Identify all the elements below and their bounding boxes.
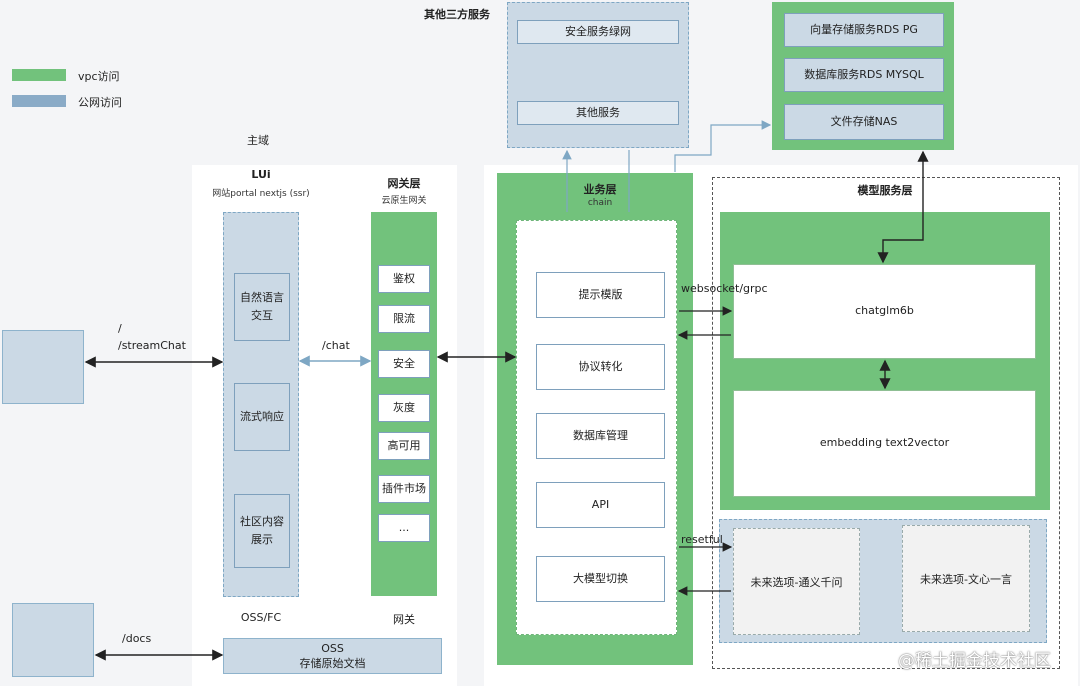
watermark: @稀土掘金技术社区 [898,651,1051,671]
edge-business-storage [674,120,772,172]
gateway-item-ha: 高可用 [378,432,430,460]
gateway-item-security: 安全 [378,350,430,378]
business-item-model-switch: 大模型切换 [536,556,665,602]
oss-subtitle: 存储原始文档 [299,656,366,670]
legend-public-label: 公网访问 [78,96,122,109]
edge-label-streamchat: /streamChat [118,339,186,352]
gateway-item-more: ... [378,514,430,542]
oss-title: OSS [321,641,344,655]
client-box-bottom [12,603,94,677]
gateway-title: 网关层 [387,177,421,190]
model-chatglm: chatglm6b [733,264,1036,359]
lui-item-community: 社区内容展示 [234,494,290,568]
main-domain-label: 主域 [247,134,269,147]
model-future-wenxin: 未来选项-文心一言 [902,525,1030,632]
business-item-database: 数据库管理 [536,413,665,459]
storage-item-nas: 文件存储NAS [784,104,944,140]
business-item-protocol: 协议转化 [536,344,665,390]
gateway-item-auth: 鉴权 [378,265,430,293]
lui-title: LUi [251,168,271,181]
edge-label-slash: / [118,322,122,335]
legend-vpc-swatch [12,69,66,81]
edge-label-restful: resetful [681,533,723,546]
edge-label-websocket: websocket/grpc [681,282,768,295]
gateway-subtitle: 云原生网关 [381,196,427,206]
third-party-item-other: 其他服务 [517,101,679,125]
model-future-qianwen: 未来选项-通义千问 [733,528,860,635]
gateway-item-ratelimit: 限流 [378,305,430,333]
model-embedding: embedding text2vector [733,390,1036,497]
storage-item-vector: 向量存储服务RDS PG [784,13,944,47]
business-title: 业务层 [583,183,617,196]
gateway-item-plugins: 插件市场 [378,475,430,503]
third-party-item-greennet: 安全服务绿网 [517,20,679,44]
client-box-top [2,330,84,404]
business-subtitle: chain [587,198,613,208]
edge-label-chat: /chat [322,339,350,352]
edge-label-docs: /docs [122,632,152,645]
lui-subtitle: 网站portal nextjs (ssr) [212,189,310,199]
third-party-title: 其他三方服务 [424,8,490,21]
legend-public-swatch [12,95,66,107]
lui-item-nlp: 自然语言交互 [234,273,290,341]
legend-vpc-label: vpc访问 [78,70,120,83]
gateway-item-gray: 灰度 [378,394,430,422]
lui-footer: OSS/FC [240,611,282,624]
gateway-footer: 网关 [393,613,415,626]
edge-chatglm-storage [877,150,929,264]
business-item-api: API [536,482,665,528]
business-item-prompt: 提示模版 [536,272,665,318]
lui-item-stream: 流式响应 [234,383,290,451]
storage-item-mysql: 数据库服务RDS MYSQL [784,58,944,92]
oss-box: OSS 存储原始文档 [223,638,442,674]
